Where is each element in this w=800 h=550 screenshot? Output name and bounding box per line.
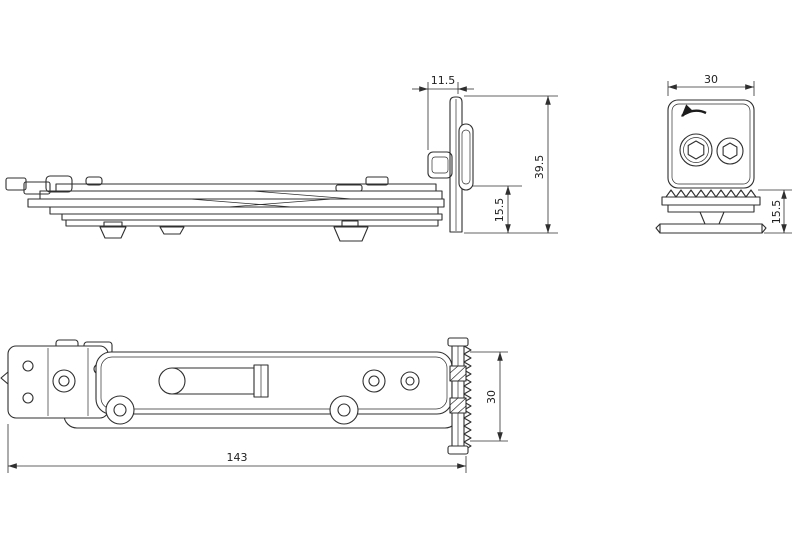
dim-end-clamp-height: 15.5 (758, 189, 792, 234)
screw-hole-2 (400, 371, 420, 391)
dim-plan-length: 143 (7, 424, 467, 473)
roller-wheel-rear (329, 395, 359, 425)
dim-plan-height: 30 (470, 351, 508, 442)
end-body (667, 99, 755, 189)
dim-side-offset: 11.5 (412, 74, 474, 150)
adjustment-slot (171, 364, 269, 398)
screw-hole-1 (362, 369, 386, 393)
bracket-flange (458, 123, 474, 191)
rotation-arrow-icon (681, 104, 707, 117)
hatch-block-lower (449, 397, 467, 414)
dim-plan-length-label: 143 (227, 451, 248, 464)
hinge-arm (27, 183, 445, 227)
dim-side-arm-height: 15.5 (472, 185, 522, 234)
bottom-fasteners (99, 220, 369, 242)
dim-end-clamp-height-label: 15.5 (770, 200, 783, 225)
hex-bolt-right (716, 137, 744, 165)
serrated-washer (665, 189, 757, 198)
pivot-rivet (52, 369, 76, 393)
dim-side-offset-label: 11.5 (431, 74, 456, 87)
mounting-bracket (427, 96, 474, 233)
bracket-tab (427, 151, 453, 179)
dim-plan-height-label: 30 (485, 390, 498, 404)
dim-side-arm-height-label: 15.5 (493, 198, 506, 223)
plan-view: 143 30 (0, 337, 508, 473)
side-view: 11.5 39.5 15.5 (5, 74, 558, 242)
dim-side-total-height: 39.5 (464, 95, 558, 234)
dim-side-total-height-label: 39.5 (533, 155, 546, 180)
arm-end-fitting (5, 175, 103, 195)
hex-bolt-left (679, 133, 713, 167)
end-view: 30 15.5 (655, 73, 792, 234)
serrated-bracket (447, 337, 472, 455)
plan-left-bracket (0, 339, 113, 419)
dim-end-width: 30 (667, 73, 755, 96)
dim-end-width-label: 30 (704, 73, 718, 86)
arm-top-tabs (335, 176, 389, 192)
roller-wheel-front (105, 395, 135, 425)
serration-teeth (463, 345, 472, 451)
pivot-hole (158, 367, 186, 395)
plan-body (95, 351, 453, 415)
hatch-block-upper (449, 365, 467, 382)
clamp-stack (655, 189, 767, 234)
